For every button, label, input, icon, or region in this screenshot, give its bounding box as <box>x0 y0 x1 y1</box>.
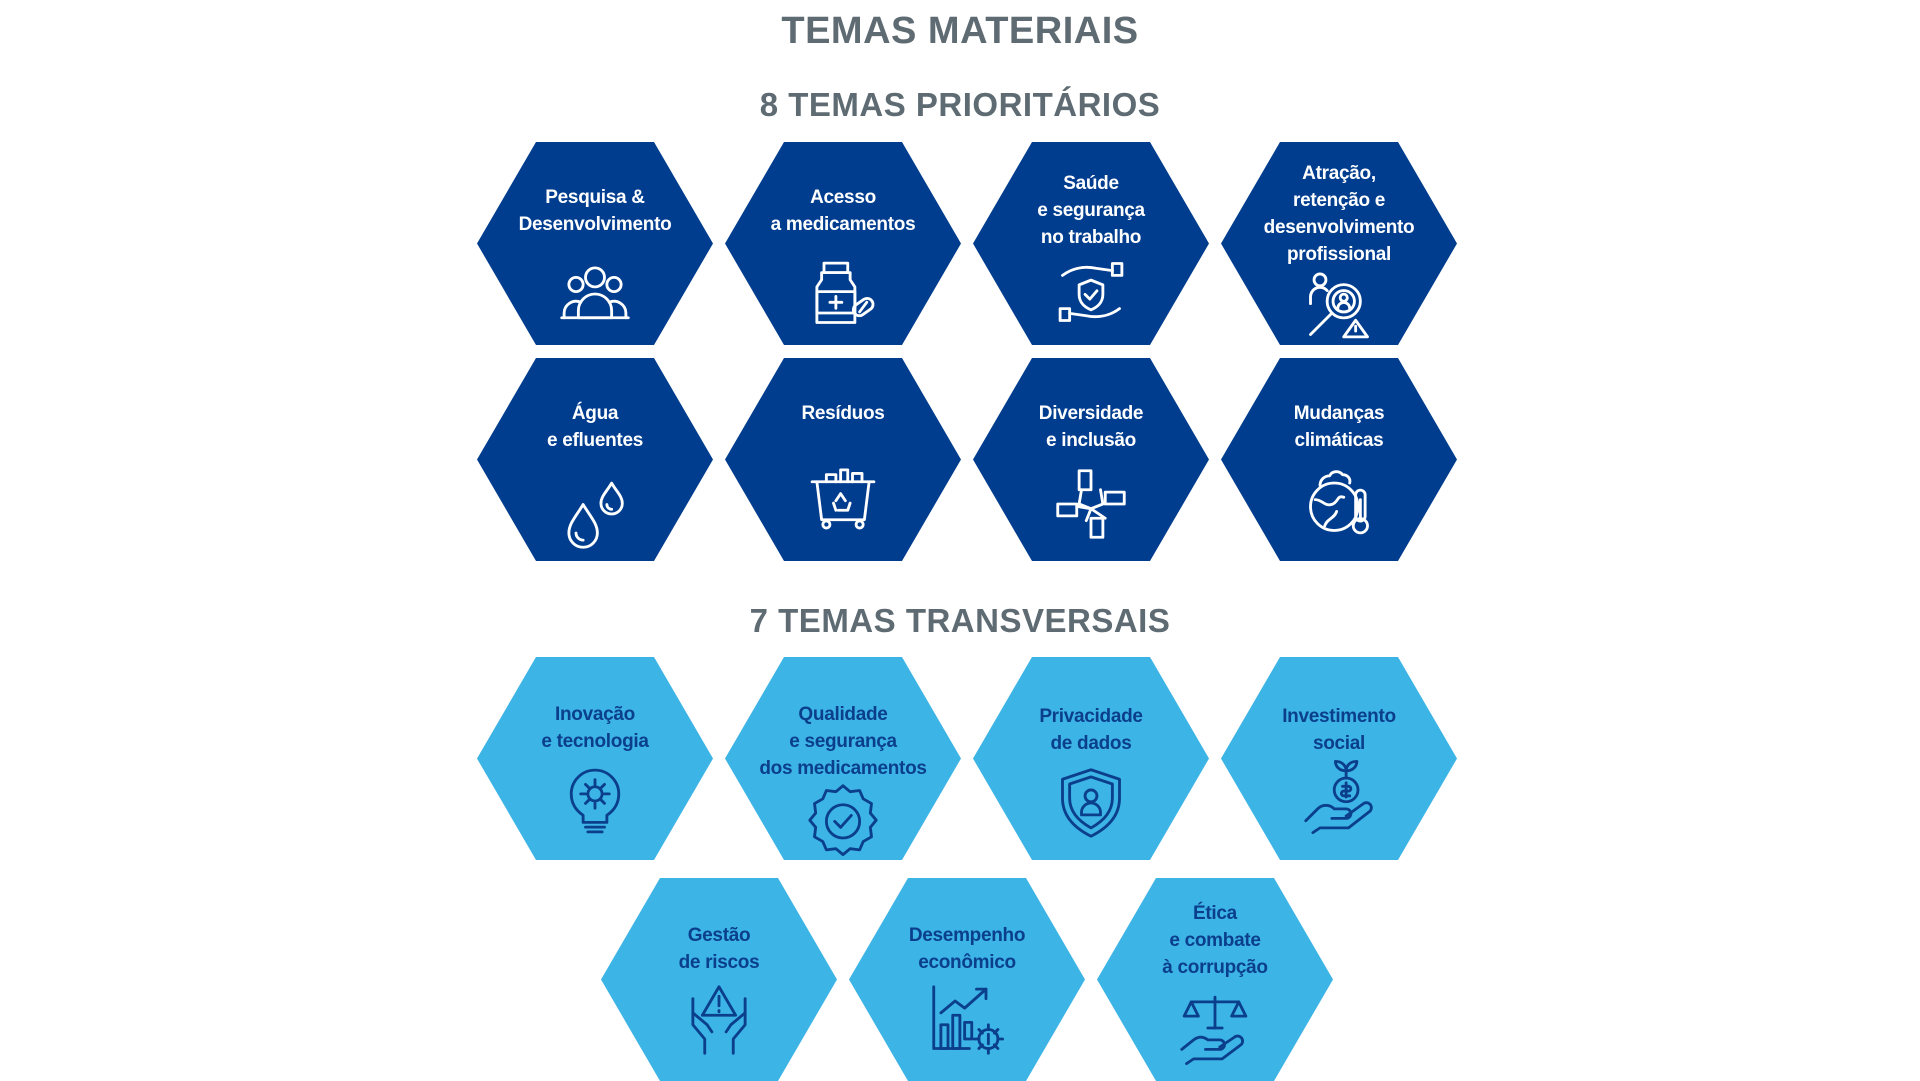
hex-label-line: e tecnologia <box>541 731 649 752</box>
hands-warning-icon <box>681 982 757 1058</box>
hex-label: Saúde e segurança no trabalho <box>973 170 1209 251</box>
page-title: TEMAS MATERIAIS <box>781 10 1139 52</box>
hex-label-line: profissional <box>1286 244 1392 265</box>
hex-label: Ética e combate à corrupção <box>1097 900 1333 981</box>
hex-label: Diversidade e inclusão <box>973 400 1209 454</box>
water-drops-icon <box>557 476 633 552</box>
shield-user-icon <box>1053 765 1129 841</box>
hex-transversal-privacidade-de-dados: Privacidade de dados <box>973 657 1209 860</box>
lightbulb-gear-icon <box>557 763 633 839</box>
hex-label-line: climáticas <box>1294 430 1384 451</box>
hex-label: Inovação e tecnologia <box>477 701 713 755</box>
hex-label-line: econômico <box>918 952 1016 973</box>
hex-label-line: Saúde <box>1063 173 1119 194</box>
hex-prioritario-acesso-a-medicamentos: Acesso a medicamentos <box>725 142 961 345</box>
hex-prioritario-agua-e-efluentes: Água e efluentes <box>477 358 713 561</box>
hex-label-line: de riscos <box>678 952 760 973</box>
hex-label: Pesquisa & Desenvolvimento <box>477 184 713 238</box>
hex-label: Mudanças climáticas <box>1221 400 1457 454</box>
hex-transversal-investimento-social: Investimento social <box>1221 657 1457 860</box>
people-group-icon <box>557 256 633 332</box>
hex-transversal-etica-e-combate-a-corrupcao: Ética e combate à corrupção <box>1097 878 1333 1081</box>
hex-label-line: desenvolvimento <box>1263 217 1415 238</box>
hex-label-line: Resíduos <box>801 403 885 424</box>
hex-label: Atração, retenção e desenvolvimento profiss… <box>1221 160 1457 268</box>
hex-label-line: e segurança <box>1037 200 1145 221</box>
hex-label-line: Pesquisa & <box>545 187 645 208</box>
hand-coin-plant-icon <box>1301 759 1377 835</box>
hex-label-line: e combate <box>1169 930 1261 951</box>
hex-label-line: e inclusão <box>1046 430 1136 451</box>
hex-label: Resíduos <box>725 400 961 427</box>
hex-label-line: social <box>1312 733 1366 754</box>
hex-prioritario-pesquisa-desenvolvimento: Pesquisa & Desenvolvimento <box>477 142 713 345</box>
hex-label-line: Diversidade <box>1038 403 1144 424</box>
hex-label-line: Investimento <box>1282 706 1396 727</box>
hex-transversal-qualidade-e-seguranca-dos-medicamentos: Qualidade e segurança dos medicamentos <box>725 657 961 860</box>
hex-label: Privacidade de dados <box>973 703 1209 757</box>
hex-label-line: a medicamentos <box>770 214 916 235</box>
hex-prioritario-saude-e-seguranca-no-trabalho: Saúde e segurança no trabalho <box>973 142 1209 345</box>
hex-label: Desempenho econômico <box>849 922 1085 976</box>
hex-label-line: dos medicamentos <box>759 758 927 779</box>
hex-label-line: Privacidade <box>1039 706 1143 727</box>
hex-label-line: no trabalho <box>1040 227 1142 248</box>
recycle-bin-icon <box>805 458 881 534</box>
hex-transversal-gestao-de-riscos: Gestão de riscos <box>601 878 837 1081</box>
hex-prioritario-residuos: Resíduos <box>725 358 961 561</box>
hex-label-line: Acesso <box>810 187 876 208</box>
hex-prioritario-mudancas-climaticas: Mudanças climáticas <box>1221 358 1457 561</box>
hex-label-line: Qualidade <box>798 704 888 725</box>
transversais-heading: 7 TEMAS TRANSVERSAIS <box>749 602 1171 639</box>
hex-label: Qualidade e segurança dos medicamentos <box>725 701 961 782</box>
joined-hands-icon <box>1053 466 1129 542</box>
hex-label-line: de dados <box>1050 733 1132 754</box>
hex-label-line: Gestão <box>687 925 751 946</box>
hex-label-line: Inovação <box>555 704 635 725</box>
prioritarios-heading: 8 TEMAS PRIORITÁRIOS <box>759 86 1161 123</box>
globe-thermometer-icon <box>1301 464 1377 540</box>
talent-search-icon <box>1301 268 1377 344</box>
hex-label: Água e efluentes <box>477 400 713 454</box>
hex-prioritario-atracao-retencao-e-desenvolvimento-profissional: Atração, retenção e desenvolvimento profiss… <box>1221 142 1457 345</box>
hex-transversal-inovacao-e-tecnologia: Inovação e tecnologia <box>477 657 713 860</box>
hex-label-line: Atração, <box>1302 163 1376 184</box>
hex-label: Investimento social <box>1221 703 1457 757</box>
hex-label-line: Desenvolvimento <box>518 214 672 235</box>
hex-label-line: Ética <box>1193 903 1237 924</box>
hex-prioritario-diversidade-e-inclusao: Diversidade e inclusão <box>973 358 1209 561</box>
hex-label: Gestão de riscos <box>601 922 837 976</box>
hex-label: Acesso a medicamentos <box>725 184 961 238</box>
hands-shield-icon <box>1053 254 1129 330</box>
hex-label-line: Água <box>571 403 619 424</box>
hex-transversal-desempenho-economico: Desempenho econômico <box>849 878 1085 1081</box>
hex-label-line: e efluentes <box>547 430 643 451</box>
quality-badge-icon <box>805 781 881 857</box>
hex-label-line: à corrupção <box>1162 957 1268 978</box>
medicine-bottle-icon <box>805 256 881 332</box>
hex-label-line: retenção e <box>1292 190 1386 211</box>
hex-label-line: Mudanças <box>1293 403 1385 424</box>
hex-label-line: Desempenho <box>908 925 1026 946</box>
hex-label-line: e segurança <box>789 731 897 752</box>
growth-chart-icon <box>929 982 1005 1058</box>
scales-hand-icon <box>1177 990 1253 1066</box>
